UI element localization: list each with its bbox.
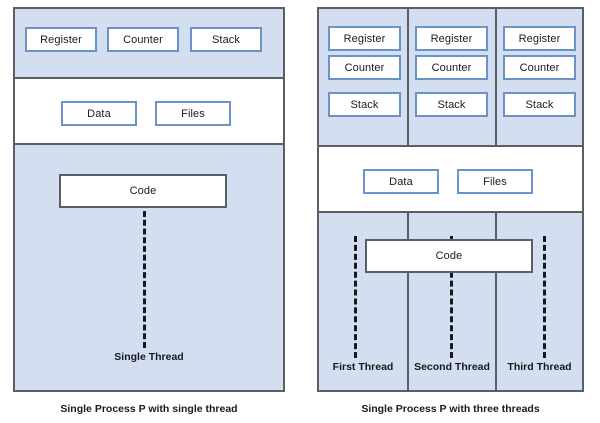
left-stack-box: Stack <box>190 27 262 52</box>
left-process-caption: Single Process P with single thread <box>60 403 238 415</box>
right-t3-stack-box: Stack <box>503 92 576 117</box>
left-code-band: Code Single Thread <box>15 145 283 390</box>
left-single-thread-label: Single Thread <box>114 351 184 363</box>
right-t1-counter-box: Counter <box>328 55 401 80</box>
right-bottom-column-divider-2 <box>495 213 497 390</box>
left-thread-dashed-line <box>143 211 146 348</box>
right-t1-register-box: Register <box>328 26 401 51</box>
left-data-box: Data <box>61 101 137 126</box>
single-thread-process-frame: Register Counter Stack Data Files Code S… <box>13 7 285 392</box>
right-top-column-divider-2 <box>495 9 497 145</box>
right-third-thread-dashed-line <box>543 236 546 358</box>
right-first-thread-label: First Thread <box>332 361 394 373</box>
right-first-thread-dashed-line <box>354 236 357 358</box>
left-thread-resources-band: Register Counter Stack <box>15 9 283 77</box>
right-third-thread-label: Third Thread <box>507 361 572 373</box>
right-t2-stack-box: Stack <box>415 92 488 117</box>
left-files-box: Files <box>155 101 231 126</box>
right-data-box: Data <box>363 169 439 194</box>
multi-thread-process-frame: Register Counter Stack Register Counter … <box>317 7 584 392</box>
right-t2-counter-box: Counter <box>415 55 488 80</box>
right-t1-stack-box: Stack <box>328 92 401 117</box>
right-process-caption: Single Process P with three threads <box>361 403 540 415</box>
right-top-column-divider-1 <box>407 9 409 145</box>
right-code-box: Code <box>365 239 533 273</box>
right-second-thread-label: Second Thread <box>414 361 490 373</box>
right-bottom-column-divider-1 <box>407 213 409 390</box>
left-code-box: Code <box>59 174 227 208</box>
right-shared-memory-band: Data Files <box>319 145 582 213</box>
right-t3-counter-box: Counter <box>503 55 576 80</box>
right-t3-register-box: Register <box>503 26 576 51</box>
right-t2-register-box: Register <box>415 26 488 51</box>
right-files-box: Files <box>457 169 533 194</box>
right-thread-resources-band: Register Counter Stack Register Counter … <box>319 9 582 145</box>
left-register-box: Register <box>25 27 97 52</box>
right-second-thread-dashed-line <box>450 236 453 358</box>
left-counter-box: Counter <box>107 27 179 52</box>
right-code-band: Code First Thread Second Thread Third Th… <box>319 213 582 390</box>
left-shared-memory-band: Data Files <box>15 77 283 145</box>
